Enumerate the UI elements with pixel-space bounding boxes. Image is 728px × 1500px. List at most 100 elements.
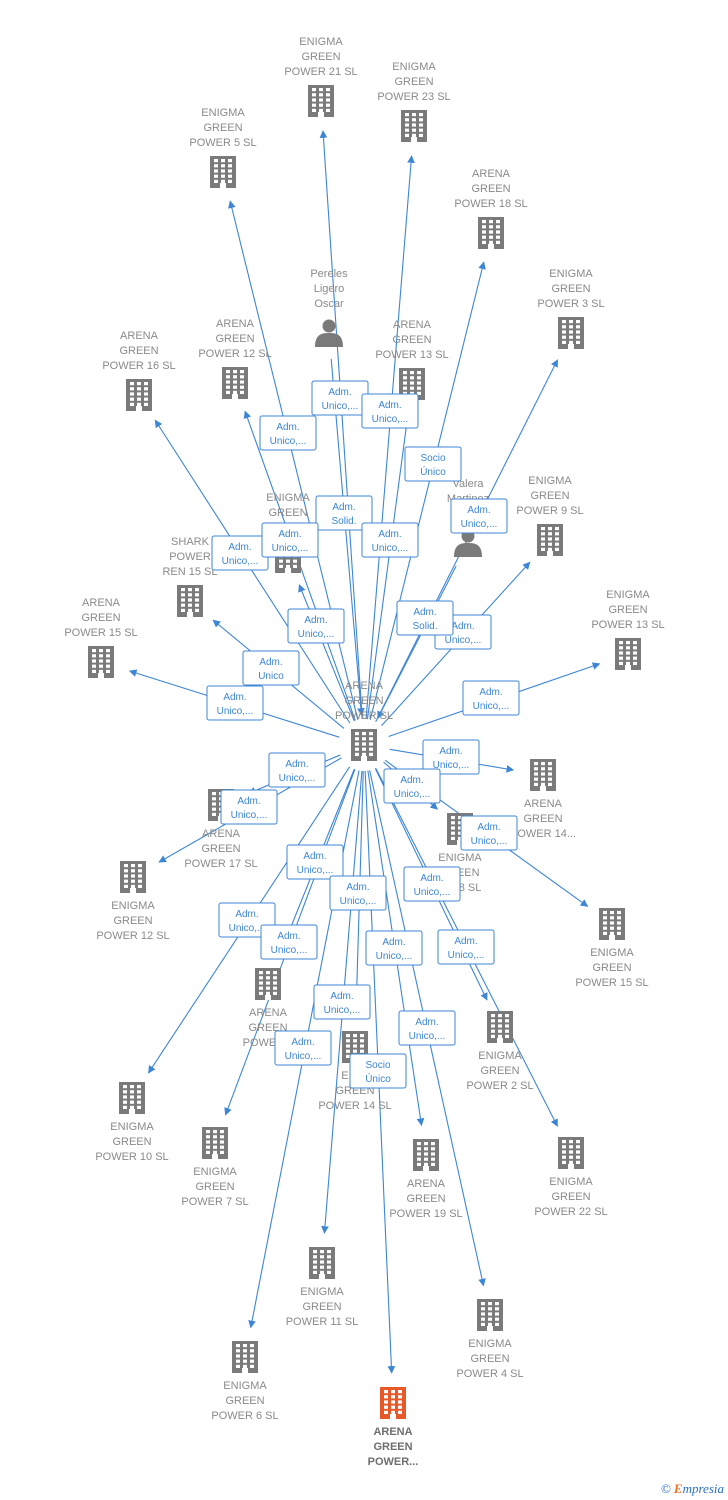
building-window (617, 916, 621, 920)
building-window (410, 371, 414, 375)
building-window (228, 169, 232, 173)
edge-label[interactable]: Adm.Unico,... (383, 768, 441, 804)
edge-label[interactable]: Adm.Unico,... (450, 498, 508, 534)
edge-label[interactable]: Adm.Unico (242, 650, 300, 686)
building-window (362, 732, 366, 736)
building-window (137, 1085, 141, 1089)
building-window (243, 1359, 247, 1363)
building-window (617, 931, 621, 935)
building-window (489, 235, 493, 239)
edge-label[interactable]: Adm.Unico,... (260, 924, 318, 960)
building-window (138, 864, 142, 868)
building-window (362, 742, 366, 746)
building-window (419, 128, 423, 132)
building-window (144, 392, 148, 396)
edge-label[interactable]: Adm.Unico,... (422, 739, 480, 775)
company-node-agp[interactable]: ARENAGREENPOWER... (243, 968, 294, 1049)
empresia-logo[interactable]: ©Empresia (661, 1481, 724, 1497)
building-door (136, 406, 142, 411)
node-label: ENIGMA (300, 1286, 344, 1298)
building-window (144, 402, 148, 406)
edge-label[interactable]: Adm.Unico,... (403, 866, 461, 902)
edge-label[interactable]: Adm.Unico,... (286, 844, 344, 880)
building-window (92, 659, 96, 663)
building-window (99, 649, 103, 653)
edge-label[interactable]: Adm.Unico,... (287, 608, 345, 644)
building-window (236, 1364, 240, 1368)
building-window (419, 118, 423, 122)
building-window (266, 976, 270, 980)
edge-center-to-egp (298, 584, 355, 722)
building-window (458, 836, 462, 840)
building-window (144, 382, 148, 386)
edge-label[interactable]: Adm.Unico,... (365, 930, 423, 966)
building-window (417, 1142, 421, 1146)
edge-label[interactable]: Adm.Unico,... (313, 984, 371, 1020)
company-node-focus[interactable]: ARENAGREENPOWER... (368, 1387, 419, 1468)
building-door (390, 1414, 396, 1419)
edge-label[interactable]: Adm.Solid. (396, 600, 454, 636)
building-window (123, 1105, 127, 1109)
building-window (548, 782, 552, 786)
edge-label[interactable]: Adm.Unico,... (361, 393, 419, 429)
edge-label[interactable]: Adm.Unico,... (361, 522, 419, 558)
edge-label[interactable]: Adm.Unico,... (211, 535, 269, 571)
building-window (106, 649, 110, 653)
edge-label[interactable]: Adm.Unico,... (268, 752, 326, 788)
edge-label[interactable]: Adm.Unico,... (274, 1030, 332, 1066)
edge-label[interactable]: Adm.Unico,... (462, 680, 520, 716)
building-window (410, 386, 414, 390)
edge-label[interactable]: Adm.Unico,... (259, 415, 317, 451)
edge-label[interactable]: Adm.Solid. (315, 495, 373, 531)
node-label: GREEN (530, 490, 569, 502)
building-window (131, 864, 135, 868)
node-label: POWER SL (335, 710, 393, 722)
edge-label[interactable]: Adm.Unico,... (329, 875, 387, 911)
building-door (625, 665, 631, 670)
edge-label[interactable]: Adm.Unico,... (398, 1010, 456, 1046)
edge-label-text: Unico,... (272, 543, 309, 554)
edge-label[interactable]: Adm.Unico,... (460, 815, 518, 851)
building-window (346, 1044, 350, 1048)
building-window (424, 1142, 428, 1146)
node-label: ARENA (373, 1426, 412, 1438)
building-window (482, 225, 486, 229)
building-window (236, 1344, 240, 1348)
edge-label[interactable]: Adm.Unico,... (311, 380, 369, 416)
edge-label[interactable]: Adm.Unico,... (206, 685, 264, 721)
building-window (138, 879, 142, 883)
building-window (206, 1145, 210, 1149)
edge-label[interactable]: Adm.Unico,... (437, 929, 495, 965)
building-window (319, 108, 323, 112)
edge-label-text: Único (365, 1072, 391, 1085)
edge-label[interactable]: Adm.Unico,... (220, 789, 278, 825)
edge-label[interactable]: Adm.Unico,... (261, 522, 319, 558)
